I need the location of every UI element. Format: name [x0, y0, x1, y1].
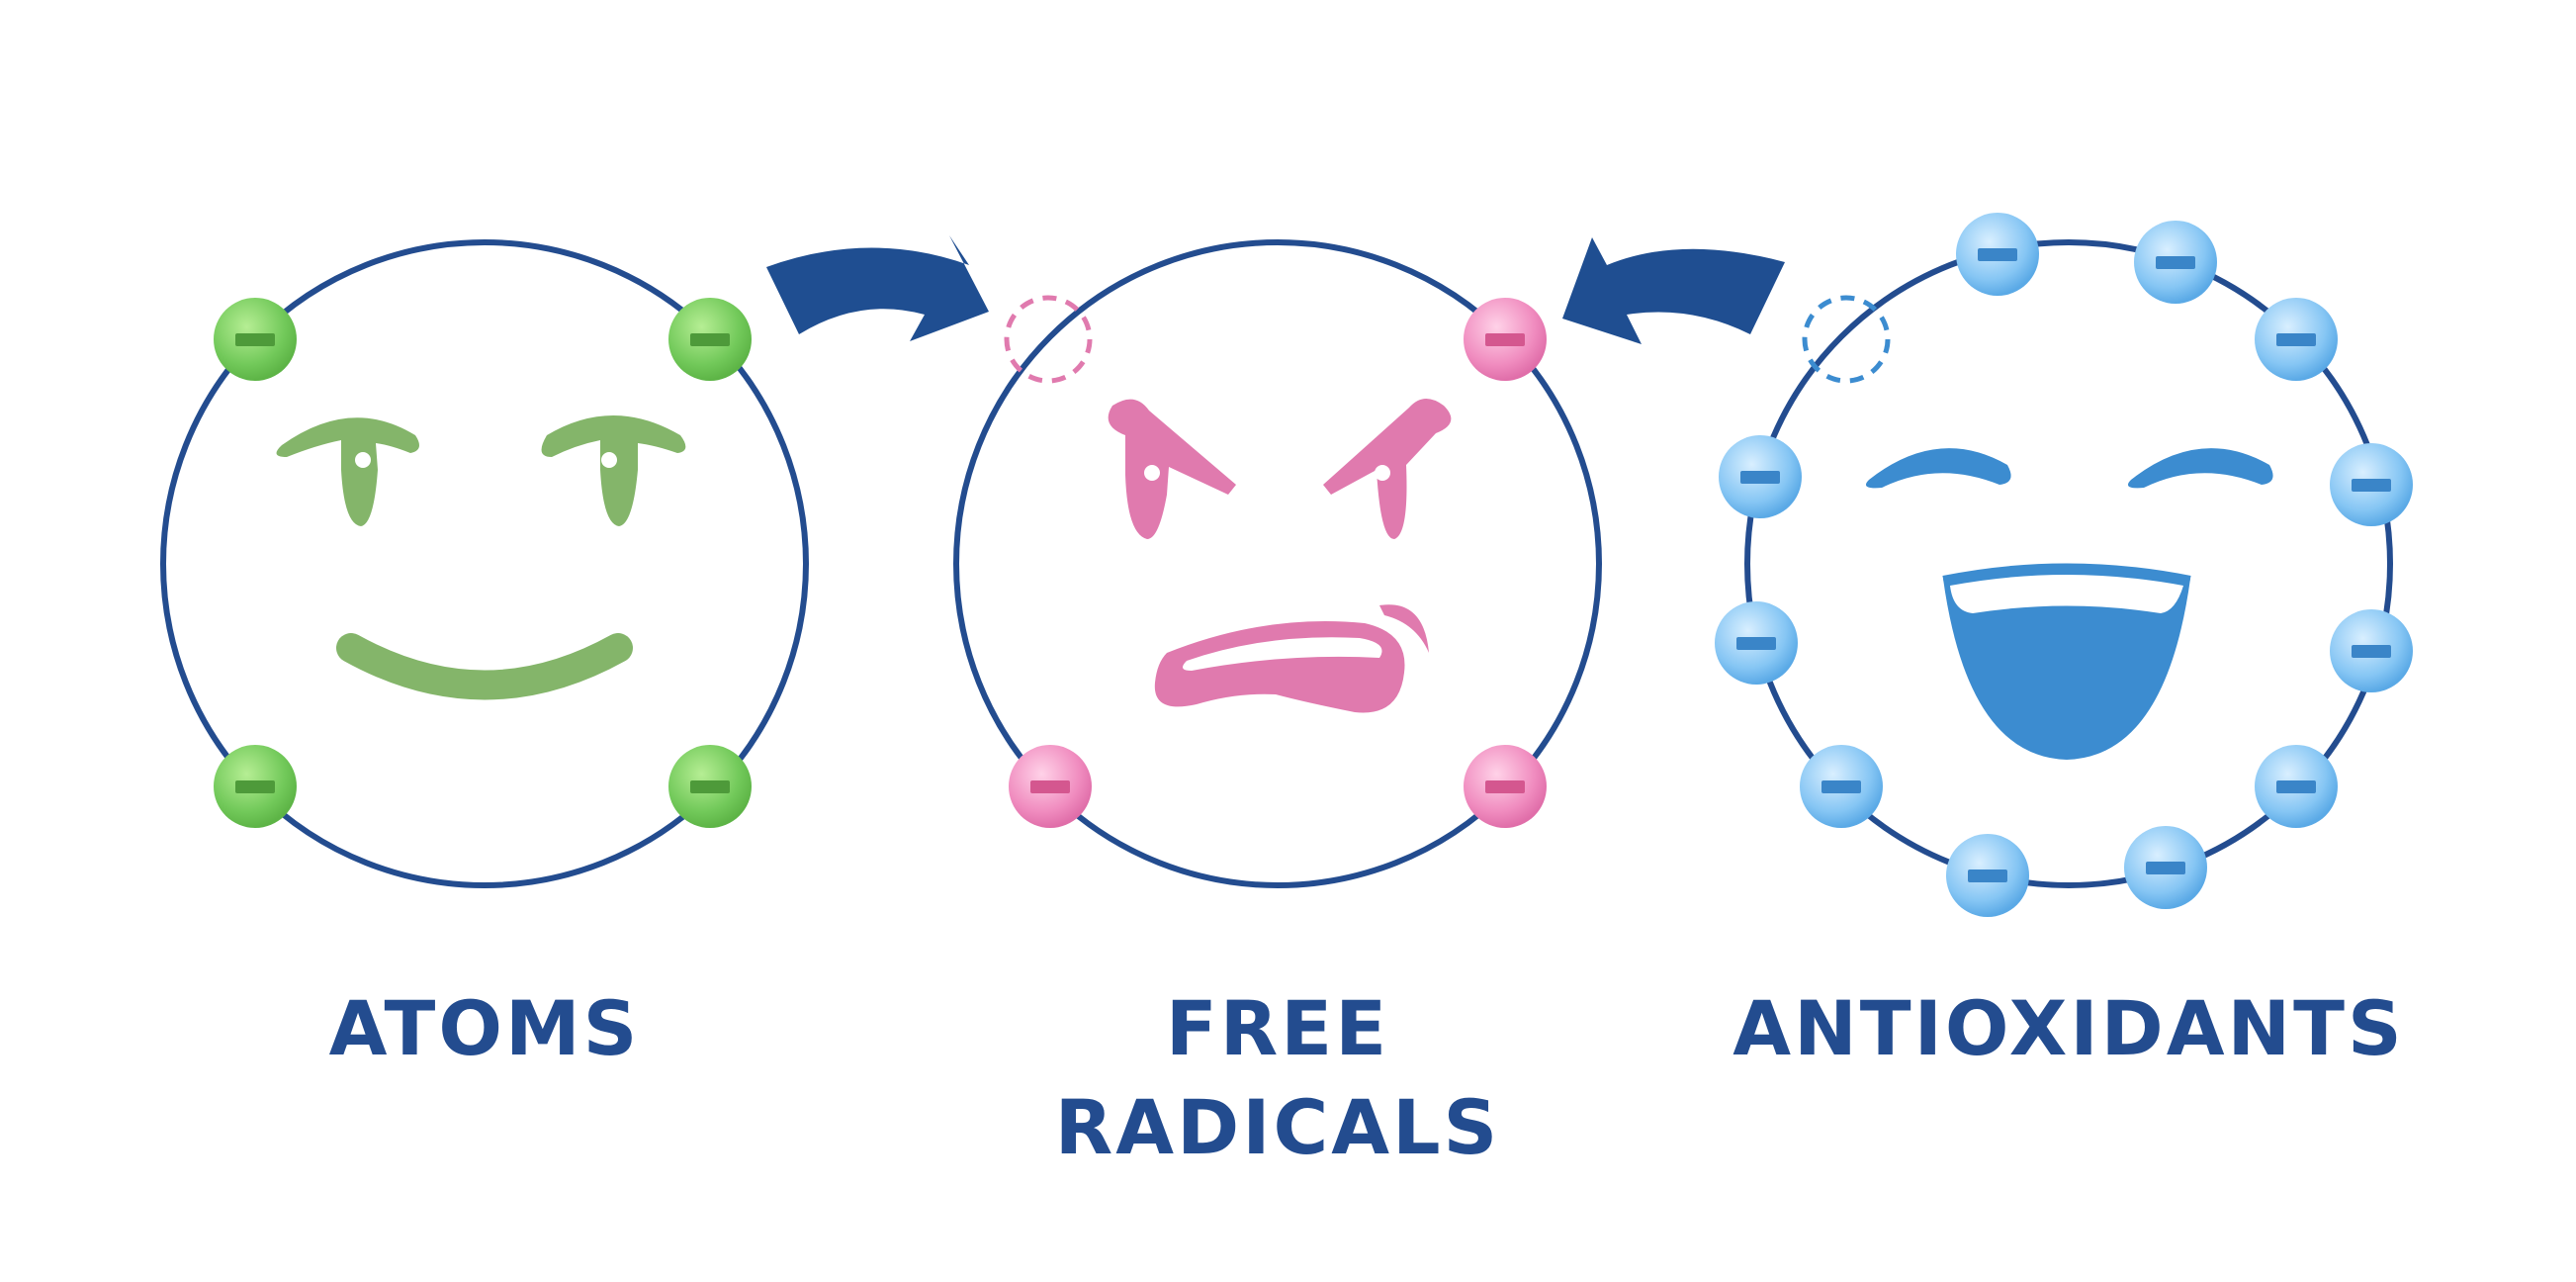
- arrow-atoms-to-radicals-icon: [766, 235, 989, 341]
- missing-electron-icon: [1802, 295, 1891, 384]
- electron-icon: [668, 745, 752, 828]
- label-line: RADICALS: [1054, 1083, 1501, 1171]
- electron-icon: [2134, 221, 2217, 304]
- free-radical-panel: [953, 239, 1602, 888]
- missing-electron-icon: [1004, 295, 1093, 384]
- label-line: FREE: [1165, 984, 1390, 1072]
- happy-face-icon: [1865, 448, 2273, 760]
- free-radicals-label: FREE RADICALS: [1030, 979, 1525, 1177]
- calm-face-icon: [276, 415, 686, 700]
- antioxidant-panel: [1715, 213, 2413, 917]
- electron-icon: [1464, 298, 1547, 381]
- electron-icon: [2255, 298, 2338, 381]
- electron-icon: [1719, 435, 1802, 518]
- electron-icon: [2330, 609, 2413, 692]
- electron-icon: [2330, 443, 2413, 526]
- electron-icon: [1956, 213, 2039, 296]
- electron-icon: [2124, 826, 2207, 909]
- electron-icon: [214, 745, 297, 828]
- electron-icon: [668, 298, 752, 381]
- electron-icon: [2255, 745, 2338, 828]
- electron-icon: [1715, 601, 1798, 685]
- electron-icon: [1946, 834, 2029, 917]
- atom-outline: [160, 239, 809, 888]
- arrow-antioxidants-to-radicals-icon: [1562, 237, 1785, 344]
- atom-panel: [160, 239, 809, 888]
- electron-icon: [214, 298, 297, 381]
- atoms-label: ATOMS: [287, 979, 682, 1078]
- label-line: ATOMS: [328, 984, 641, 1072]
- electron-icon: [1800, 745, 1883, 828]
- electron-icon: [1009, 745, 1092, 828]
- electron-icon: [1464, 745, 1547, 828]
- angry-face-icon: [1108, 398, 1452, 713]
- label-line: ANTIOXIDANTS: [1732, 984, 2405, 1072]
- antioxidants-label: ANTIOXIDANTS: [1723, 979, 2415, 1078]
